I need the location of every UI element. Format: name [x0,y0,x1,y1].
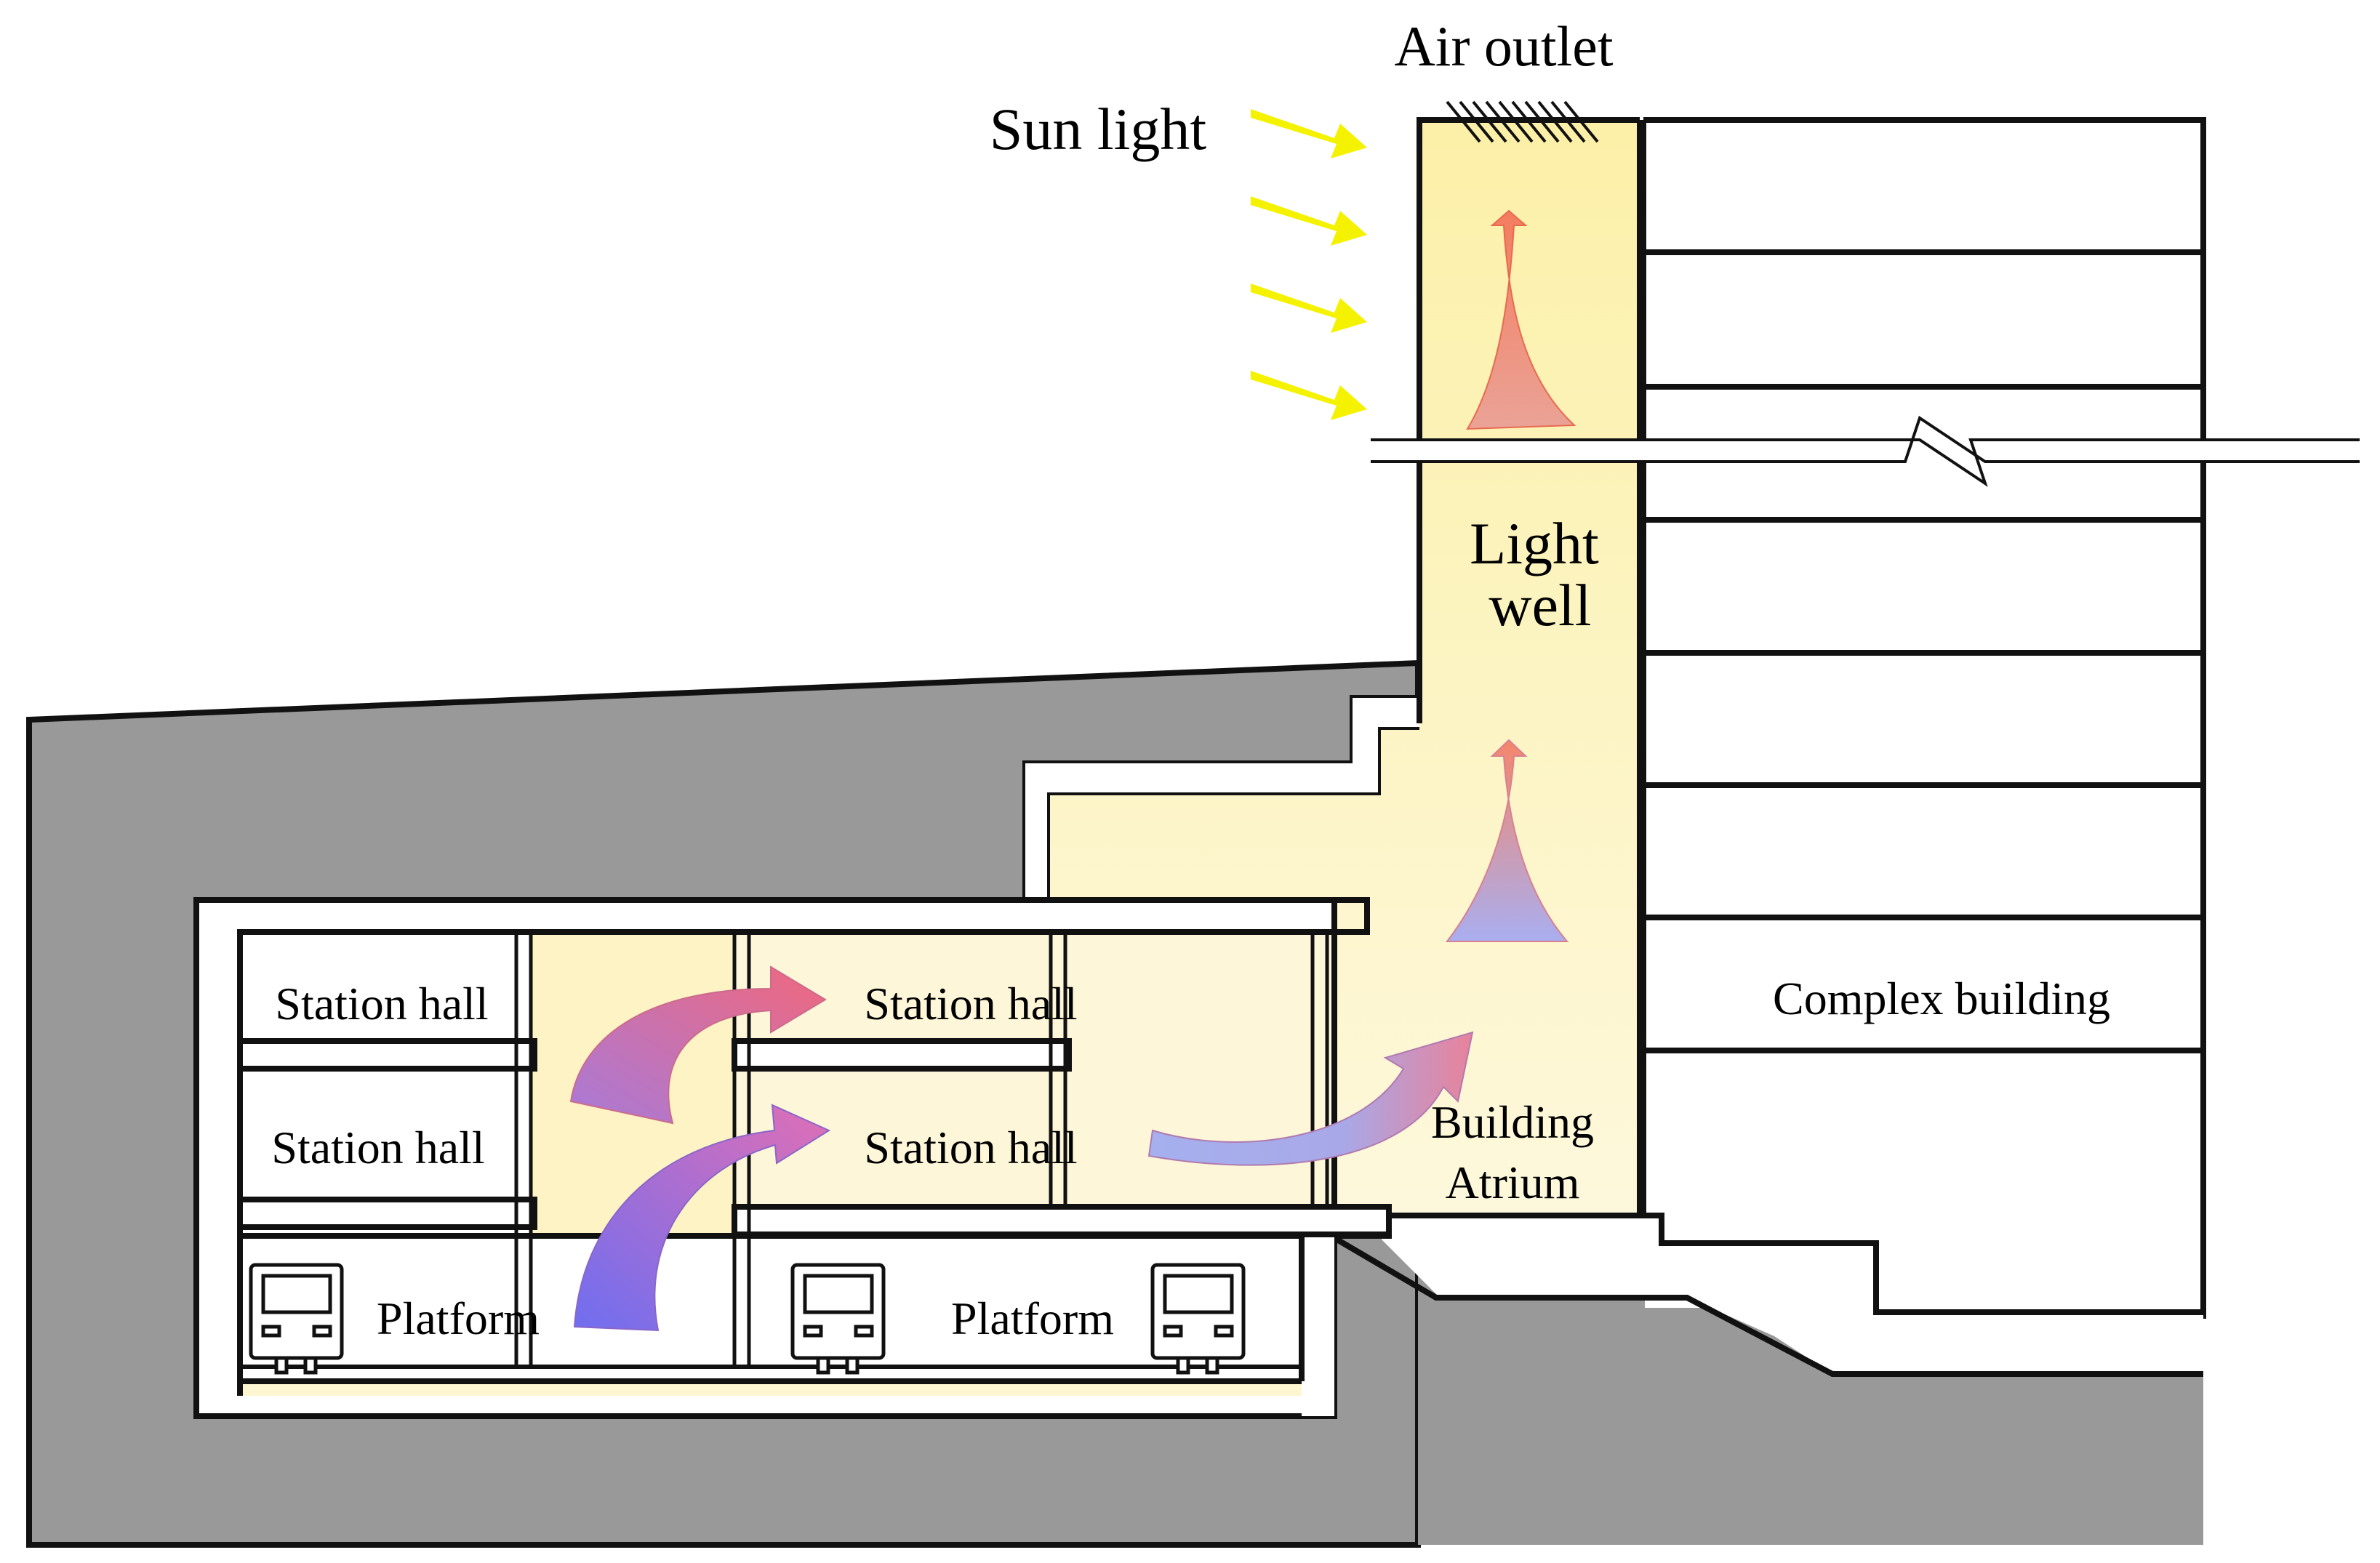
light-well-label: Light [1470,510,1599,576]
complex-building-label: Complex building [1773,973,2110,1024]
building-atrium-label: Atrium [1446,1157,1580,1208]
sun-light-label: Sun light [990,96,1207,162]
rising-air-plume-arrow-icon [1445,739,1569,942]
train-icon [1150,1263,1246,1375]
break-line [1371,415,2360,487]
air-outlet-grille [1446,100,1599,143]
sun-light-arrows [1251,109,1367,420]
airflow-arrow-to-atrium-icon [1147,1031,1474,1166]
station-hall-label: Station hall [864,1122,1077,1173]
air-outlet-label: Air outlet [1394,15,1613,78]
station-hall-label: Station hall [275,978,488,1029]
sun-ray-arrow-icon [1251,371,1367,420]
sun-ray-arrow-icon [1251,284,1367,333]
platform-label: Platform [951,1293,1114,1344]
airflow-arrow-lower-icon [573,1104,831,1332]
train-icon [249,1263,344,1375]
sun-ray-arrow-icon [1251,196,1367,246]
station-structure [193,897,1392,1419]
atrium-wall-fill [1025,698,1419,901]
sun-ray-arrow-icon [1251,109,1367,158]
station-hall-label: Station hall [864,978,1077,1029]
airflow-arrow-upper-icon [569,965,827,1125]
building-atrium-label: Building [1431,1096,1594,1148]
train-icon [790,1263,886,1375]
light-well-label: well [1488,572,1591,638]
complex-building [1329,117,2206,1377]
platform-label: Platform [377,1293,540,1344]
station-hall-label: Station hall [271,1122,484,1173]
hot-air-plume-arrow-icon [1466,209,1576,430]
